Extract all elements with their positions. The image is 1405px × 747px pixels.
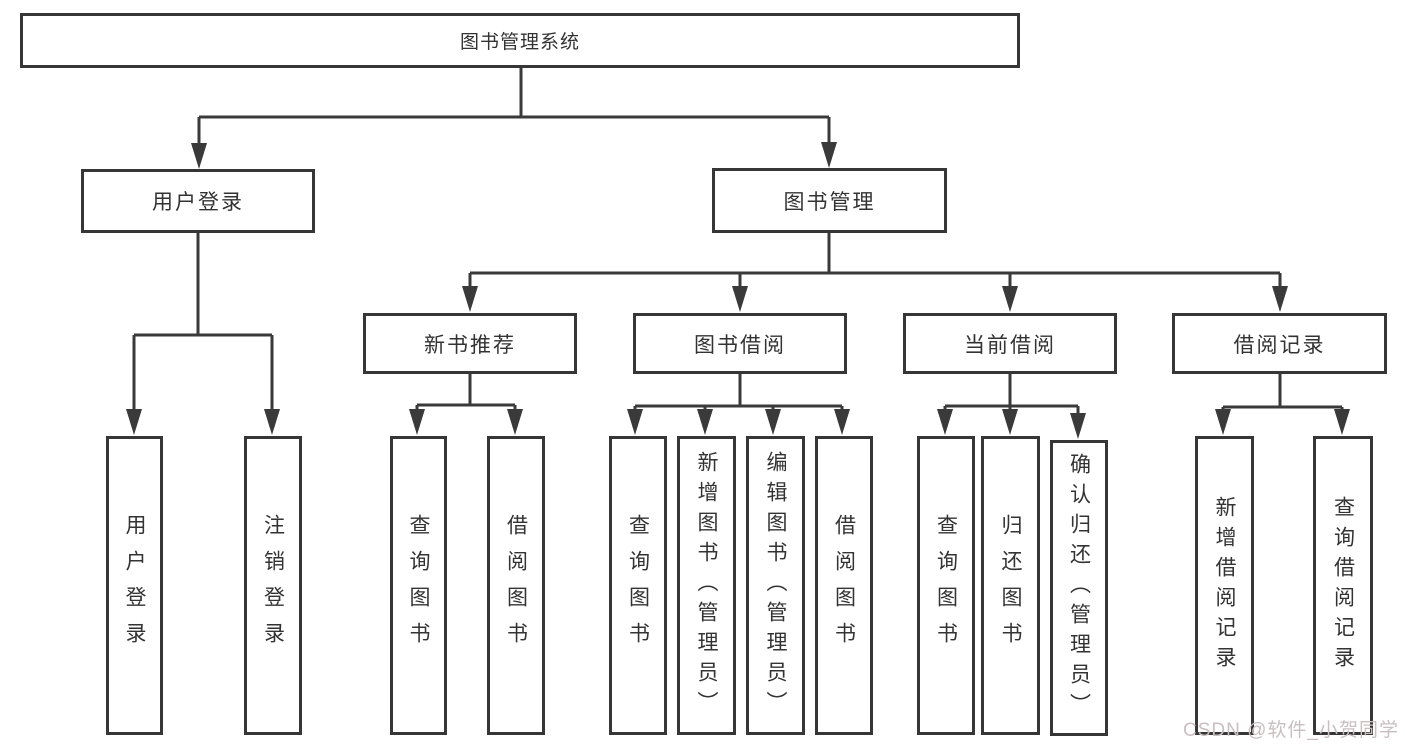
leaf-recommend-query-book: 查询图书: [390, 436, 447, 735]
leaf-current-query-book: 查询图书: [917, 436, 975, 735]
csdn-watermark: CSDN @软件_小贺同学: [1183, 720, 1399, 741]
node-book-borrowing-label: 图书借阅: [694, 333, 786, 357]
node-user-login-label: 用户登录: [152, 191, 244, 214]
leaf-add-book-admin: 新增图书（管理员）: [677, 436, 736, 735]
leaf-edit-book-admin-label: 编辑图书（管理员）: [764, 450, 787, 721]
leaf-confirm-return-admin: 确认归还（管理员）: [1050, 440, 1108, 736]
leaf-query-borrow-record: 查询借阅记录: [1313, 436, 1373, 735]
leaf-borrowing-query-book: 查询图书: [609, 436, 667, 735]
branch-current-borrowing-to-leaves: [937, 374, 1086, 439]
leaf-user-login: 用户登录: [106, 436, 163, 735]
leaf-recommend-query-book-label: 查询图书: [407, 513, 430, 658]
branch-book-borrowing-to-leaves: [627, 374, 850, 435]
node-book-management-label: 图书管理: [783, 190, 876, 214]
leaf-borrowing-query-book-label: 查询图书: [626, 513, 650, 658]
leaf-query-borrow-record-label: 查询借阅记录: [1331, 495, 1355, 676]
leaf-recommend-borrow-book-label: 借阅图书: [504, 513, 528, 658]
leaf-add-borrow-record-label: 新增借阅记录: [1213, 495, 1236, 676]
node-new-book-recommend: 新书推荐: [363, 313, 577, 374]
branch-book-management-to-level3: [462, 233, 1288, 312]
node-user-login: 用户登录: [81, 169, 315, 233]
node-borrowing-records-label: 借阅记录: [1233, 333, 1326, 357]
leaf-logout: 注销登录: [244, 436, 302, 735]
branch-user-login-to-leaves: [126, 233, 280, 435]
node-root: 图书管理系统: [20, 13, 1020, 68]
leaf-return-book-label: 归还图书: [999, 513, 1022, 658]
leaf-return-book: 归还图书: [981, 436, 1040, 735]
leaf-add-book-admin-label: 新增图书（管理员）: [695, 450, 718, 721]
leaf-user-login-label: 用户登录: [123, 513, 146, 658]
node-new-book-recommend-label: 新书推荐: [424, 333, 516, 357]
node-book-management: 图书管理: [712, 168, 947, 233]
leaf-logout-label: 注销登录: [261, 513, 285, 658]
branch-root-to-level2: [191, 68, 837, 169]
node-current-borrowing-label: 当前借阅: [964, 333, 1056, 357]
leaf-confirm-return-admin-label: 确认归还（管理员）: [1067, 453, 1091, 723]
leaf-edit-book-admin: 编辑图书（管理员）: [746, 436, 805, 735]
leaf-add-borrow-record: 新增借阅记录: [1195, 436, 1254, 735]
branch-borrowing-records-to-leaves: [1215, 374, 1350, 435]
leaf-borrowing-borrow-book-label: 借阅图书: [832, 513, 856, 658]
node-root-label: 图书管理系统: [459, 32, 580, 53]
leaf-recommend-borrow-book: 借阅图书: [487, 436, 545, 735]
leaf-current-query-book-label: 查询图书: [934, 513, 958, 658]
node-book-borrowing: 图书借阅: [633, 313, 847, 374]
leaf-borrowing-borrow-book: 借阅图书: [815, 436, 873, 735]
node-borrowing-records: 借阅记录: [1172, 313, 1387, 374]
node-current-borrowing: 当前借阅: [903, 313, 1117, 374]
branch-new-book-recommend-to-leaves: [409, 374, 523, 435]
